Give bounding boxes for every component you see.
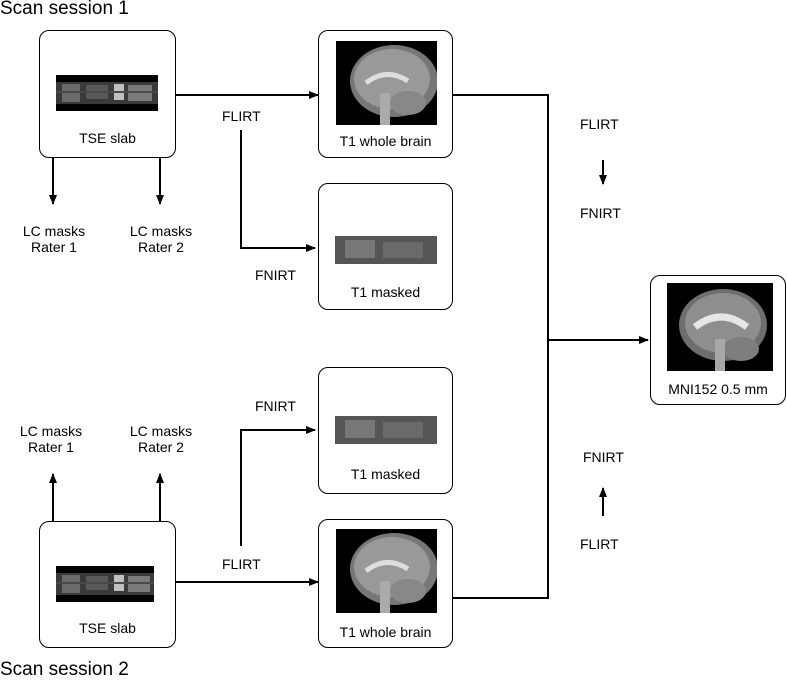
lc-mask-rater: Rater 2: [138, 239, 184, 255]
right-fnirt-label-top: FNIRT: [580, 205, 621, 221]
mni-template-image: [667, 283, 773, 371]
t1-whole-brain-label-1: T1 whole brain: [339, 133, 432, 149]
t1-whole-brain-image: [336, 529, 437, 613]
session-2-title: Scan session 2: [0, 659, 129, 680]
tse-slab-box-1: TSE slab: [39, 30, 176, 158]
t1-masked-label-1: T1 masked: [350, 284, 421, 300]
tse-slab-label-1: TSE slab: [79, 130, 136, 146]
lc-mask-rater: Rater 1: [28, 439, 74, 455]
lc-mask-title: LC masks: [19, 423, 83, 439]
right-flirt-label-top: FLIRT: [580, 116, 619, 132]
arrow-flirt-to-t1masked1: [240, 130, 316, 252]
lc-mask-title: LC masks: [22, 223, 86, 239]
lc-mask-title: LC masks: [129, 423, 193, 439]
lc-mask-rater2-bottom: LC masks Rater 2: [126, 423, 196, 455]
t1-whole-brain-image: [336, 41, 437, 125]
lc-mask-rater1-top: LC masks Rater 1: [19, 223, 89, 255]
lc-mask-rater1-bottom: LC masks Rater 1: [16, 423, 86, 455]
t1-whole-brain-box-1: T1 whole brain: [318, 30, 453, 158]
session-1-title: Scan session 1: [0, 0, 129, 19]
lc-mask-rater: Rater 1: [31, 239, 77, 255]
tse-slab-box-2: TSE slab: [39, 521, 176, 648]
lc-mask-title: LC masks: [129, 223, 193, 239]
line-t1whole1-to-merge: [453, 94, 549, 599]
t1-masked-image: [335, 236, 437, 264]
tse-slab-label-2: TSE slab: [79, 620, 136, 636]
t1-whole-brain-label-2: T1 whole brain: [339, 624, 432, 640]
right-flirt-label-bottom: FLIRT: [580, 536, 619, 552]
t1-masked-label-2: T1 masked: [350, 466, 421, 482]
flirt-label-top: FLIRT: [222, 108, 261, 124]
t1-masked-box-1: T1 masked: [318, 183, 453, 310]
tse-slab-image: [56, 75, 158, 111]
fnirt-label-top: FNIRT: [255, 267, 296, 283]
fnirt-label-bottom: FNIRT: [255, 398, 296, 414]
t1-masked-image: [335, 416, 437, 444]
tse-slab-image: [56, 566, 154, 602]
arrow-flirt-to-t1masked2: [240, 426, 316, 546]
mni-template-label: MNI152 0.5 mm: [668, 381, 768, 397]
lc-mask-rater2-top: LC masks Rater 2: [126, 223, 196, 255]
t1-masked-box-2: T1 masked: [318, 367, 453, 494]
right-fnirt-label-bottom: FNIRT: [583, 449, 624, 465]
flirt-label-bottom: FLIRT: [222, 556, 261, 572]
mni-template-box: MNI152 0.5 mm: [650, 275, 786, 405]
lc-mask-rater: Rater 2: [138, 439, 184, 455]
t1-whole-brain-box-2: T1 whole brain: [318, 519, 453, 648]
